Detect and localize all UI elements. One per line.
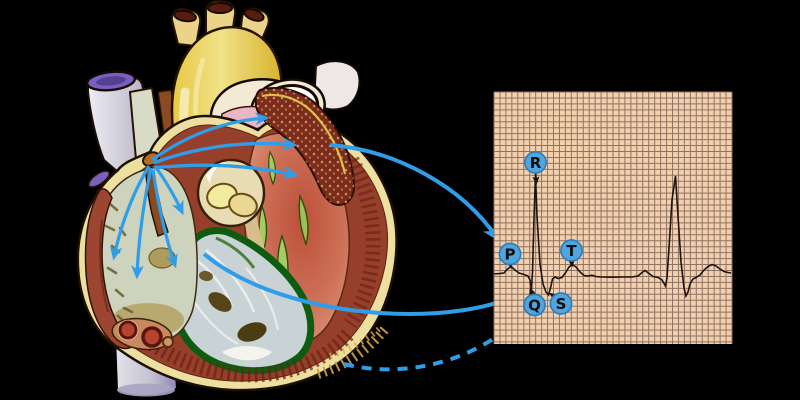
myocardium-texture-bottom bbox=[147, 327, 356, 383]
wave-label-R: R bbox=[524, 151, 547, 185]
left-atrium-wall bbox=[254, 87, 356, 206]
aortic-valve bbox=[196, 158, 266, 228]
wave-label-circle bbox=[549, 292, 573, 315]
wave-letter: R bbox=[530, 154, 542, 172]
ecg-trace bbox=[493, 174, 732, 299]
ecg-wave-labels: P Q R S T bbox=[498, 151, 583, 317]
sa-to-left-atrium-lower bbox=[153, 163, 299, 180]
wave-letter: P bbox=[505, 245, 516, 263]
wave-label-P: P bbox=[498, 242, 522, 269]
wave-label-circle bbox=[524, 151, 547, 174]
sa-to-left-atrium-upper bbox=[152, 137, 298, 165]
wave-label-circle bbox=[498, 242, 522, 266]
gold-speckles-2 bbox=[329, 323, 385, 359]
wave-letter: T bbox=[566, 242, 577, 260]
conduction-arrows bbox=[110, 112, 299, 280]
myocardium-texture-right bbox=[343, 156, 381, 329]
left-ventricle-cavity bbox=[171, 227, 315, 375]
ecg-panel: P Q R S T bbox=[493, 91, 733, 344]
sa-fan-down-mid bbox=[131, 167, 153, 280]
sa-fan-down-left bbox=[110, 165, 151, 261]
gold-speckles bbox=[316, 324, 390, 379]
wave-letter: Q bbox=[528, 296, 541, 314]
right-atrium-wall bbox=[84, 170, 135, 350]
wave-label-S: S bbox=[549, 292, 573, 315]
atria-to-p-wave bbox=[329, 143, 500, 242]
wave-letter: S bbox=[556, 295, 567, 313]
sa-to-pulmonary-veins bbox=[151, 112, 270, 162]
heart-illustration bbox=[76, 0, 398, 397]
sa-fan-down-right bbox=[151, 169, 178, 269]
sa-to-av-node bbox=[153, 165, 184, 216]
wave-label-circle bbox=[523, 293, 546, 317]
wave-label-T: T bbox=[560, 239, 583, 268]
coronary-vessels bbox=[111, 317, 174, 351]
wave-pointer-arrow bbox=[532, 173, 540, 185]
wave-label-Q: Q bbox=[523, 287, 546, 317]
wave-label-circle bbox=[560, 239, 583, 262]
